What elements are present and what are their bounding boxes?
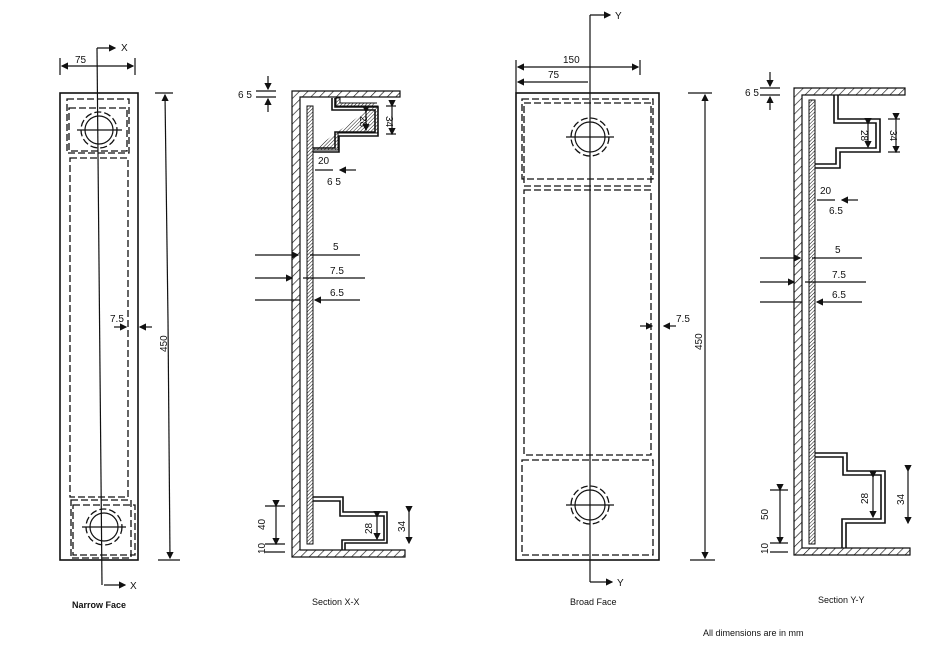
svg-text:34: 34 bbox=[383, 116, 394, 128]
svg-text:6.5: 6.5 bbox=[832, 290, 846, 301]
svg-text:Broad Face: Broad Face bbox=[570, 597, 617, 607]
svg-text:75: 75 bbox=[75, 55, 87, 66]
svg-text:34: 34 bbox=[887, 130, 898, 142]
svg-text:6 5: 6 5 bbox=[327, 177, 341, 188]
svg-text:34: 34 bbox=[896, 493, 907, 505]
section-yy-view: 6 5 28 34 20 6.5 5 7.5 6.5 50 10 28 34 S… bbox=[745, 72, 912, 605]
svg-text:7.5: 7.5 bbox=[110, 314, 124, 325]
inner-plate bbox=[808, 99, 816, 545]
narrow-face-outline bbox=[59, 92, 139, 561]
svg-text:28: 28 bbox=[860, 492, 871, 504]
broad-face-view: Y Y 150 75 450 7.5 Broad Face bbox=[515, 11, 715, 607]
svg-text:20: 20 bbox=[820, 186, 832, 197]
svg-text:10: 10 bbox=[760, 542, 771, 554]
section-line-x bbox=[96, 47, 103, 586]
svg-text:6 5: 6 5 bbox=[238, 90, 252, 101]
broad-face-outline bbox=[515, 92, 660, 561]
outer-panel-wall bbox=[291, 90, 406, 558]
svg-text:Section Y-Y: Section Y-Y bbox=[818, 595, 865, 605]
svg-text:40: 40 bbox=[257, 518, 268, 530]
inner-plate bbox=[306, 105, 314, 545]
svg-text:7.5: 7.5 bbox=[832, 270, 846, 281]
svg-text:50: 50 bbox=[760, 508, 771, 520]
svg-text:Section X-X: Section X-X bbox=[312, 597, 360, 607]
svg-text:6.5: 6.5 bbox=[330, 288, 344, 299]
svg-text:Y: Y bbox=[615, 11, 622, 22]
svg-text:28: 28 bbox=[364, 522, 375, 534]
narrow-face-view: X X 75 450 7.5 Narrow Face bbox=[59, 43, 180, 610]
svg-text:X: X bbox=[130, 581, 137, 592]
svg-text:34: 34 bbox=[397, 520, 408, 532]
svg-text:450: 450 bbox=[694, 333, 705, 350]
svg-text:28: 28 bbox=[858, 130, 869, 142]
svg-text:Y: Y bbox=[617, 578, 624, 589]
section-xx-view: 6 5 28 34 20 6 5 5 7.5 6.5 40 10 28 34 S… bbox=[238, 76, 413, 607]
svg-text:7.5: 7.5 bbox=[330, 266, 344, 277]
svg-text:5: 5 bbox=[835, 245, 841, 256]
svg-text:Narrow Face: Narrow Face bbox=[72, 600, 126, 610]
svg-text:150: 150 bbox=[563, 55, 580, 66]
svg-text:10: 10 bbox=[257, 542, 268, 554]
outer-panel-wall bbox=[793, 87, 911, 556]
svg-text:28: 28 bbox=[357, 116, 368, 128]
svg-text:75: 75 bbox=[548, 70, 560, 81]
svg-text:6.5: 6.5 bbox=[829, 206, 843, 217]
svg-text:450: 450 bbox=[159, 335, 170, 352]
svg-text:7.5: 7.5 bbox=[676, 314, 690, 325]
svg-text:20: 20 bbox=[318, 156, 330, 167]
footnote: All dimensions are in mm bbox=[703, 628, 804, 638]
svg-text:5: 5 bbox=[333, 242, 339, 253]
svg-text:X: X bbox=[121, 43, 128, 54]
svg-text:6 5: 6 5 bbox=[745, 88, 759, 99]
